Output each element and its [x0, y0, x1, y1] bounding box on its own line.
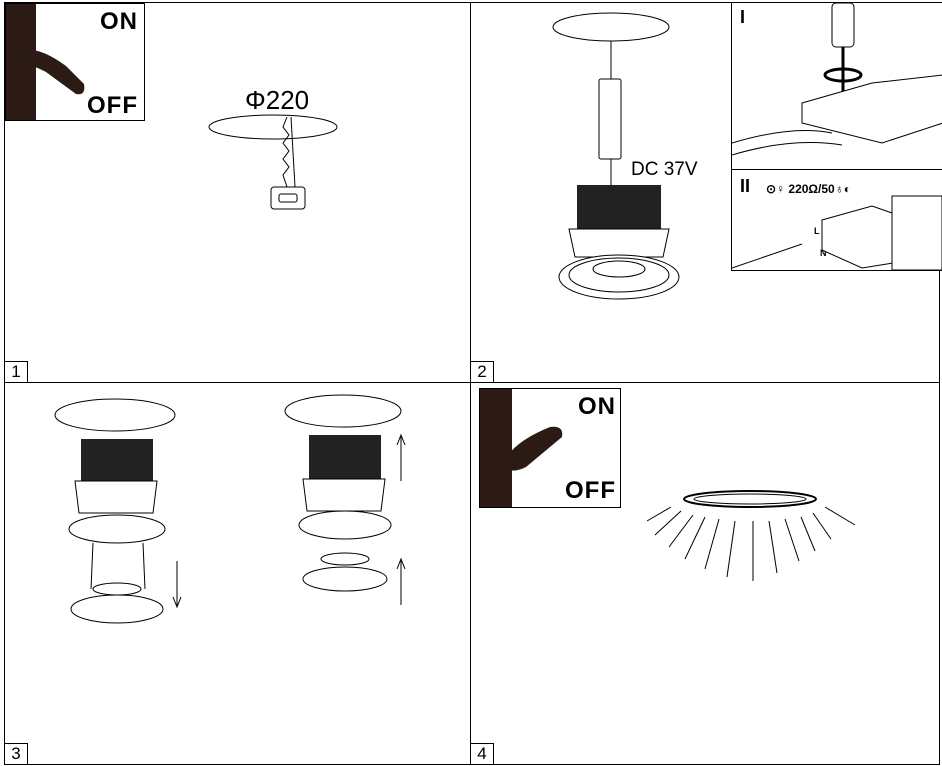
switch-on-icon [480, 389, 563, 507]
trim-replacement-drawing [54, 394, 406, 624]
step-number: 1 [5, 361, 28, 382]
hole-diameter-label: Φ220 [245, 85, 310, 115]
terminal-block-icon [732, 195, 942, 270]
step-number: 2 [471, 361, 494, 382]
panel-2: DC 37V I II ⊙♀ 220Ω/50♁◐ L N 2 [470, 2, 942, 383]
panel-3: 3 [4, 382, 471, 765]
ceiling-hole-saw-drawing [208, 114, 338, 210]
off-label: OFF [87, 92, 138, 119]
driver-wiring-drawing [552, 12, 680, 300]
inset-wire-connection: II ⊙♀ 220Ω/50♁◐ L N [731, 169, 942, 271]
light-on-drawing [646, 490, 856, 581]
power-spec-text: ⊙♀ 220Ω/50♁◐ [766, 182, 851, 196]
wire-n-label: N [820, 248, 827, 258]
step-number: 4 [471, 743, 494, 764]
driver-voltage-label: DC 37V [631, 159, 698, 180]
on-label: ON [100, 8, 138, 35]
wire-l-label: L [814, 226, 820, 236]
panel-1: ON OFF Φ220 1 [4, 2, 471, 383]
power-switch-on: ON OFF [479, 388, 621, 508]
panel-4: ON OFF 4 [470, 382, 940, 765]
inset-terminal-screw: I [731, 2, 942, 172]
on-label: ON [578, 393, 616, 420]
screwdriver-terminal-icon [732, 3, 942, 156]
off-label: OFF [565, 477, 616, 504]
step-number: 3 [5, 743, 28, 764]
inset-label-ii: II [740, 176, 751, 196]
switch-off-icon [6, 4, 85, 120]
inset-label-i: I [740, 7, 746, 27]
power-switch-off: ON OFF [5, 3, 145, 121]
